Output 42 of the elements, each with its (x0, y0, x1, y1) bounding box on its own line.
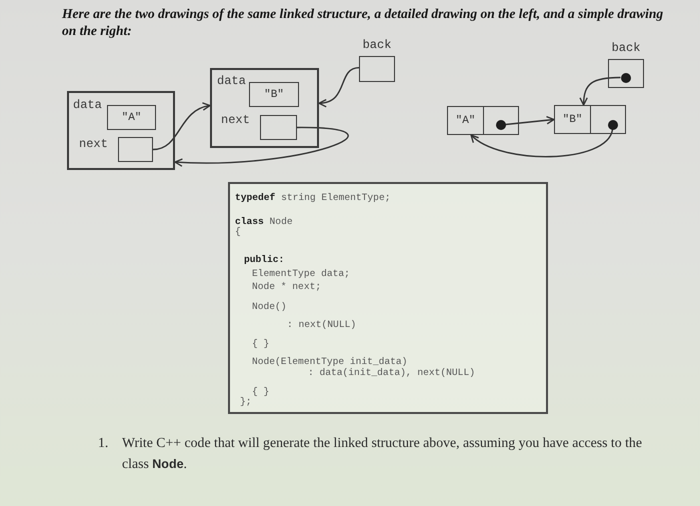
code-line: { } (252, 386, 270, 398)
code-line: { (235, 226, 241, 238)
pointer-field (118, 137, 153, 162)
pointer-field (590, 105, 626, 134)
code-line: : data(init_data), next(NULL) (308, 367, 475, 379)
list-number: 1. (98, 434, 110, 452)
data-field: "A" (107, 105, 156, 130)
code-line: public: (244, 254, 284, 266)
data-field: "A" (447, 106, 484, 135)
pointer-arrow (152, 103, 211, 150)
pointer-arrow (174, 126, 348, 167)
variable-label: back (610, 42, 642, 55)
pointer-field (483, 106, 519, 135)
dot-icon (608, 120, 618, 130)
code-line: ElementType data; (252, 268, 350, 280)
dot-icon (496, 120, 506, 130)
code-line: Node() (252, 301, 287, 313)
pointer-arrow (318, 67, 360, 107)
field-label: data (73, 99, 102, 112)
code-line: Node * next; (252, 281, 322, 293)
code-line: : next(NULL) (287, 319, 356, 331)
code-line: { } (252, 338, 270, 350)
dot-icon (620, 72, 630, 82)
list-node (67, 91, 175, 170)
field-label: next (79, 138, 108, 151)
pointer-arrow (505, 116, 555, 126)
code-line: typedef string ElementType; (235, 192, 390, 204)
pointer-field (260, 115, 297, 140)
data-field: "B" (554, 105, 591, 134)
code-line: }; (240, 396, 252, 408)
question-text: Write C++ code that will generate the linked structure above, assuming you have access to the class Node. (122, 434, 643, 473)
data-field: "B" (249, 82, 299, 107)
list-node (210, 68, 319, 148)
field-label: data (217, 75, 246, 88)
code-line: class Node (235, 216, 293, 227)
intro-text: Here are the two drawings of the same linked structure, a detailed drawing on the left, and a simple drawing on the right: (62, 5, 664, 39)
variable-label: back (362, 39, 392, 52)
pointer-arrow (470, 129, 614, 158)
field-label: next (221, 114, 250, 127)
code-panel (228, 182, 548, 414)
code-line: Node(ElementType init_data) (252, 356, 408, 368)
pointer-arrow (580, 76, 621, 106)
